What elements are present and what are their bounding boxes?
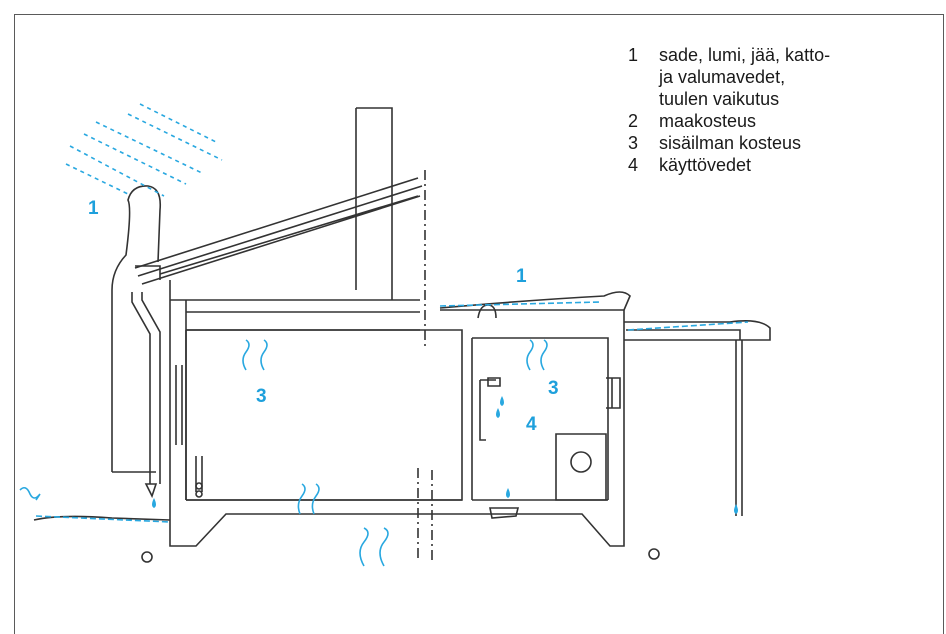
legend-line: sade, lumi, jää, katto- [659, 45, 831, 65]
ground-moisture-below [359, 527, 389, 567]
vapor-left [242, 339, 268, 371]
washing-machine [555, 433, 607, 501]
legend-text: sade, lumi, jää, katto- ja valumavedet, … [659, 44, 830, 110]
eave [135, 265, 161, 280]
ground-marker-left [141, 551, 153, 563]
surface-water [35, 515, 171, 523]
marker-room-left: 3 [256, 386, 267, 407]
ground-line [33, 515, 171, 521]
moisture-symbols [19, 103, 749, 567]
window [606, 377, 621, 409]
chimney [355, 107, 393, 300]
diagram-frame [14, 14, 944, 634]
vapor-right [526, 339, 548, 371]
pipe-outlet [144, 483, 158, 499]
legend-line: tuulen vaikutus [659, 89, 780, 109]
marker-rain: 1 [88, 198, 99, 219]
water-drops [152, 396, 738, 514]
flat-roof [439, 291, 631, 311]
building-structure [33, 107, 771, 563]
main-roof [134, 177, 423, 285]
section-line [424, 170, 433, 560]
carport-roof [624, 320, 771, 341]
marker-room-right: 3 [548, 378, 559, 399]
radiator [195, 456, 203, 492]
shower [479, 379, 496, 441]
carport-post [735, 340, 743, 516]
legend-line: ja valumavedet, [659, 67, 786, 87]
legend-number: 4 [628, 155, 639, 175]
rain-lines [65, 103, 223, 197]
ground-moisture-floor [297, 483, 320, 515]
downpipe [131, 292, 161, 484]
marker-roof: 1 [516, 266, 527, 287]
foundation [169, 310, 625, 547]
roof-drain [477, 304, 497, 319]
right-room [471, 337, 609, 500]
outer-wall [169, 280, 187, 500]
ground-marker-right [648, 548, 660, 560]
snow-bank [111, 185, 162, 472]
legend-text: sisäilman kosteus [659, 133, 802, 153]
wind-arrow [19, 486, 41, 501]
floor-drain [489, 507, 520, 519]
legend-text: käyttövedet [659, 155, 752, 175]
legend-number: 3 [628, 133, 639, 153]
legend-number: 2 [628, 111, 639, 131]
marker-water-use: 4 [526, 414, 537, 435]
legend-number: 1 [628, 45, 639, 65]
ceiling-slab [170, 299, 420, 500]
left-room [186, 329, 463, 501]
legend-text: maakosteus [659, 111, 757, 131]
